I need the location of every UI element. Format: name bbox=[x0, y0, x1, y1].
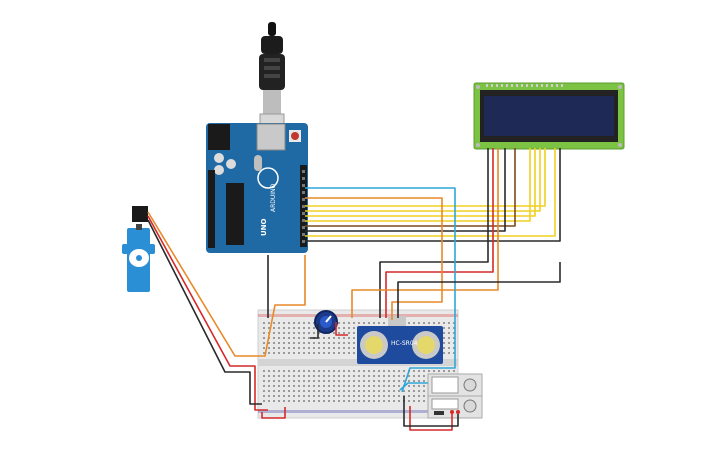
wire-pot-blk bbox=[310, 324, 319, 339]
lcd-screen bbox=[484, 96, 614, 136]
board-model: UNO bbox=[260, 218, 268, 236]
switch-module-1[interactable] bbox=[427, 373, 483, 397]
analog-header bbox=[208, 170, 215, 248]
wire-lcd-d5 bbox=[305, 148, 536, 217]
power-jack bbox=[208, 124, 230, 150]
wire-lcd-en bbox=[305, 148, 516, 227]
wire-echo bbox=[305, 197, 443, 320]
wires bbox=[147, 148, 561, 431]
microcontroller-chip bbox=[226, 183, 244, 245]
wire-lcd-gnd bbox=[379, 148, 489, 318]
wire-pot-red bbox=[335, 322, 348, 336]
wire-servo-power bbox=[147, 215, 268, 411]
wire-us-gnd bbox=[397, 262, 561, 318]
wire-servo-gnd bbox=[147, 219, 262, 405]
wire-servo-signal bbox=[147, 211, 306, 357]
wire-lcd-bk bbox=[305, 148, 561, 242]
wire-lcd-d4 bbox=[305, 148, 531, 222]
wire-switch-blk bbox=[403, 396, 459, 427]
wire-lcd-d7 bbox=[305, 148, 546, 207]
lcd-display[interactable] bbox=[473, 82, 625, 150]
wire-switch-blue bbox=[399, 382, 428, 391]
wire-switch-red bbox=[409, 406, 453, 431]
usb-port bbox=[256, 123, 286, 151]
switch-module-2[interactable] bbox=[427, 395, 483, 419]
wire-lcd-pwr bbox=[385, 148, 494, 318]
wire-lcd-vcc bbox=[305, 148, 556, 237]
ultrasonic-sensor[interactable]: HC-SR04 bbox=[357, 316, 443, 364]
potentiometer[interactable] bbox=[314, 310, 338, 334]
wire-lcd-contrast bbox=[351, 148, 499, 318]
arduino-board[interactable]: ARDUINO UNO bbox=[206, 123, 308, 253]
wire-lcd-rs bbox=[305, 148, 506, 232]
ultrasonic-label: HC-SR04 bbox=[391, 340, 418, 347]
wire-lcd-d6 bbox=[305, 148, 541, 212]
board-brand: ARDUINO bbox=[270, 183, 277, 212]
servo-motor[interactable] bbox=[122, 206, 155, 292]
lcd-pin-header bbox=[486, 84, 563, 87]
wire-rail-red bbox=[261, 407, 286, 419]
wire-trig bbox=[305, 187, 456, 393]
